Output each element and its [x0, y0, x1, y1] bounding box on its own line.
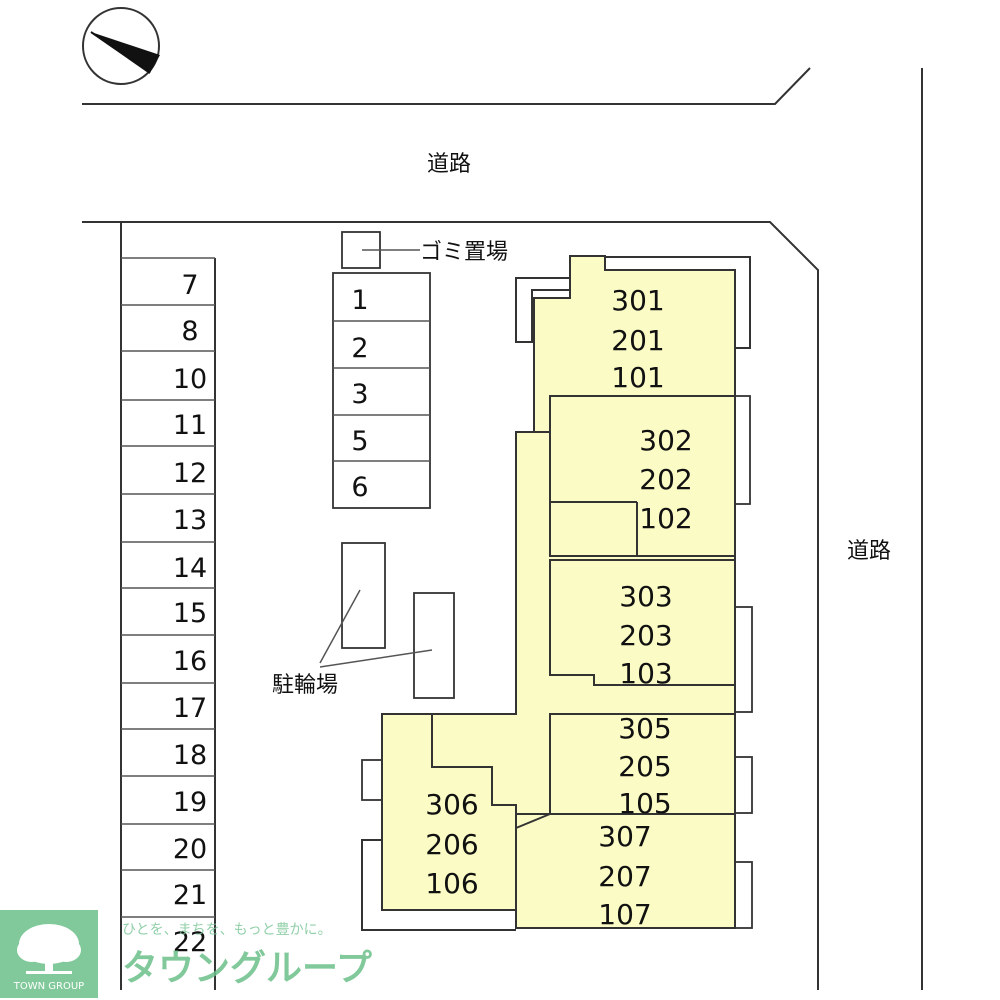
parking-space-1: 1: [351, 285, 368, 316]
unit-306: 306: [425, 788, 478, 821]
parking-strip-center: [332, 272, 431, 509]
north-arrow-icon: [82, 7, 160, 85]
logo-small-text: TOWN GROUP: [13, 981, 84, 992]
garbage-label: ゴミ置場: [420, 240, 508, 265]
garbage-area: ゴミ置場: [341, 231, 508, 269]
unit-102: 102: [639, 502, 692, 535]
parking-numbers-center: 1 2 3 5 6: [351, 285, 368, 503]
parking-space-3: 3: [351, 379, 368, 410]
unit-205: 205: [618, 750, 671, 783]
bicycle-parking: 駐輪場: [272, 542, 455, 699]
unit-305: 305: [618, 712, 671, 745]
parking-space-17: 17: [173, 693, 207, 724]
parking-numbers-left: 7 8 10 11 12 13 14 15 16 17 18 19 20 21 …: [173, 270, 207, 958]
parking-space-21: 21: [173, 880, 207, 911]
parking-space-13: 13: [173, 505, 207, 536]
unit-labels: 301 201 101 302 202 102 303 203 103 305 …: [425, 284, 692, 931]
parking-space-5: 5: [351, 426, 368, 457]
parking-space-20: 20: [173, 834, 207, 865]
parking-space-10: 10: [173, 364, 207, 395]
parking-space-8: 8: [181, 316, 198, 347]
unit-101: 101: [611, 361, 664, 394]
logo-tagline: ひとを、まちを、もっと豊かに。: [122, 922, 332, 938]
parking-space-7: 7: [181, 270, 198, 301]
unit-202: 202: [639, 463, 692, 496]
parking-space-6: 6: [351, 472, 368, 503]
road-label-top: 道路: [427, 152, 471, 177]
logo-name: タウングループ: [122, 948, 372, 989]
unit-107: 107: [598, 898, 651, 931]
parking-space-12: 12: [173, 458, 207, 489]
unit-203: 203: [619, 619, 672, 652]
unit-206: 206: [425, 828, 478, 861]
parking-space-16: 16: [173, 646, 207, 677]
bicycle-parking-label: 駐輪場: [272, 673, 338, 698]
unit-207: 207: [598, 860, 651, 893]
parking-space-15: 15: [173, 598, 207, 629]
unit-201: 201: [611, 324, 664, 357]
parking-space-2: 2: [351, 333, 368, 364]
unit-103: 103: [619, 657, 672, 690]
unit-307: 307: [598, 820, 651, 853]
town-group-logo: TOWN GROUP ひとを、まちを、もっと豊かに。 タウングループ: [0, 910, 372, 998]
unit-302: 302: [639, 424, 692, 457]
parking-space-22: 22: [173, 927, 207, 958]
tree-icon: [17, 924, 81, 974]
parking-space-19: 19: [173, 787, 207, 818]
apartment-building: [381, 255, 736, 929]
unit-105: 105: [618, 787, 671, 820]
parking-strip-left: [121, 257, 216, 990]
unit-301: 301: [611, 284, 664, 317]
unit-106: 106: [425, 867, 478, 900]
road-label-right: 道路: [847, 539, 891, 564]
parking-space-14: 14: [173, 553, 207, 584]
parking-space-18: 18: [173, 740, 207, 771]
unit-303: 303: [619, 580, 672, 613]
parking-space-11: 11: [173, 410, 207, 441]
